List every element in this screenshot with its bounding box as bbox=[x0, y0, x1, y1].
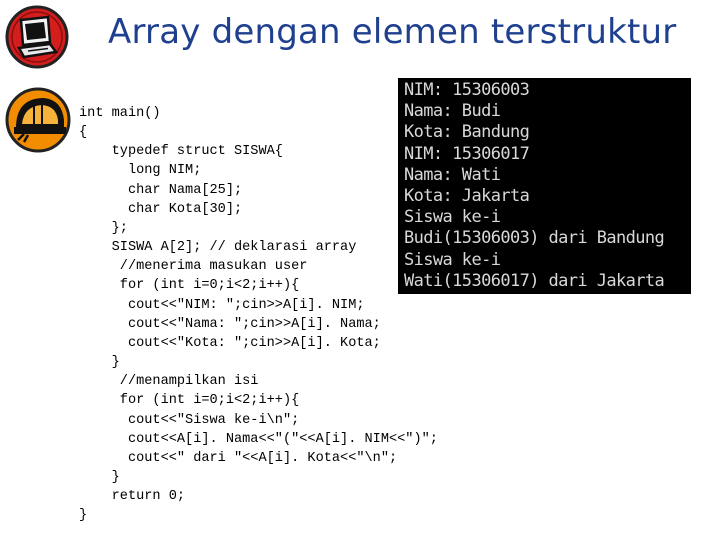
code-line: SISWA A[2]; // deklarasi array bbox=[79, 240, 357, 256]
code-line: cout<<"Kota: ";cin>>A[i]. Kota; bbox=[79, 335, 381, 351]
console-line: Wati(15306017) dari Jakarta bbox=[404, 270, 665, 291]
console-line: Nama: Budi bbox=[404, 101, 501, 122]
code-line: } bbox=[79, 508, 88, 524]
code-line: char Nama[25]; bbox=[79, 182, 243, 198]
console-line: Kota: Bandung bbox=[404, 122, 530, 143]
code-line: cout<<"Siswa ke-i\n"; bbox=[79, 412, 300, 428]
code-line: }; bbox=[79, 220, 128, 236]
helmet-icon bbox=[5, 87, 71, 153]
console-output: NIM: 15306003 Nama: Budi Kota: Bandung N… bbox=[398, 78, 691, 294]
console-line: Siswa ke-i bbox=[404, 207, 501, 228]
code-line: cout<<"NIM: ";cin>>A[i]. NIM; bbox=[79, 297, 365, 313]
slide-title: Array dengan elemen terstruktur bbox=[108, 12, 677, 52]
console-line: NIM: 15306017 bbox=[404, 143, 530, 164]
console-line: NIM: 15306003 bbox=[404, 80, 530, 100]
code-line: cout<<"Nama: ";cin>>A[i]. Nama; bbox=[79, 316, 381, 332]
code-line: { bbox=[79, 125, 88, 141]
code-line: //menampilkan isi bbox=[79, 374, 259, 390]
code-line: for (int i=0;i<2;i++){ bbox=[79, 393, 300, 409]
code-line: } bbox=[79, 469, 120, 485]
code-line: return 0; bbox=[79, 489, 186, 505]
console-line: Budi(15306003) dari Bandung bbox=[404, 228, 665, 249]
code-line: //menerima masukan user bbox=[79, 259, 308, 275]
code-line: } bbox=[79, 355, 120, 371]
computer-icon bbox=[5, 5, 69, 69]
code-line: cout<<A[i]. Nama<<"("<<A[i]. NIM<<")"; bbox=[79, 431, 438, 447]
code-line: long NIM; bbox=[79, 163, 202, 179]
code-line: int main() bbox=[79, 106, 161, 121]
console-line: Nama: Wati bbox=[404, 164, 501, 185]
code-listing: int main() { typedef struct SISWA{ long … bbox=[79, 104, 438, 525]
console-line: Siswa ke-i bbox=[404, 249, 501, 270]
console-line: Kota: Jakarta bbox=[404, 186, 530, 207]
code-line: char Kota[30]; bbox=[79, 201, 243, 217]
code-line: for (int i=0;i<2;i++){ bbox=[79, 278, 300, 294]
code-line: cout<<" dari "<<A[i]. Kota<<"\n"; bbox=[79, 450, 398, 466]
code-line: typedef struct SISWA{ bbox=[79, 144, 283, 160]
